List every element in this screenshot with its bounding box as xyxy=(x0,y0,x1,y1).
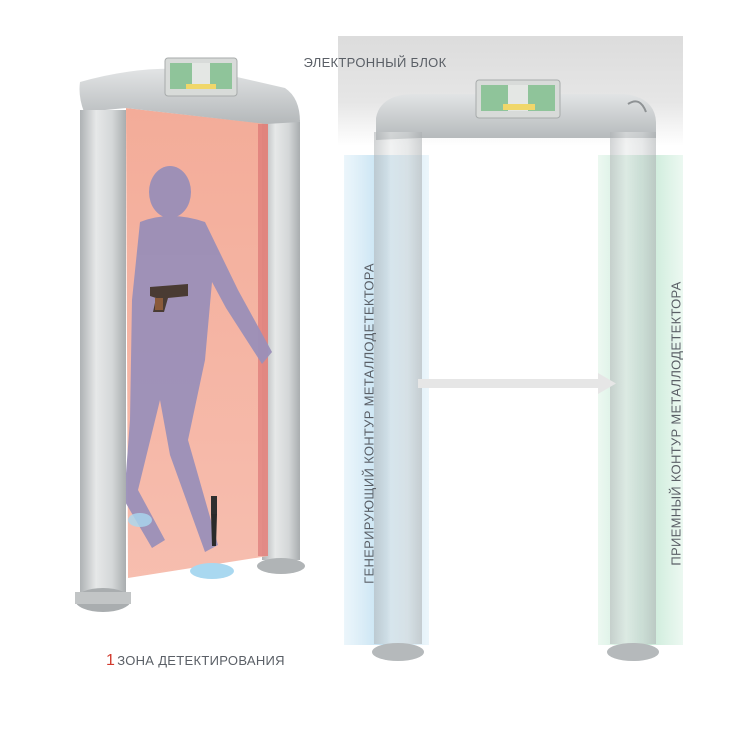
foot-glow xyxy=(190,563,234,579)
left-detector xyxy=(75,58,305,612)
receiving-contour-label: ПРИЕМНЫЙ КОНТУР МЕТАЛЛОДЕТЕКТОРА xyxy=(669,234,684,614)
knife-icon xyxy=(211,496,217,546)
generating-contour-label: ГЕНЕРИРУЮЩИЙ КОНТУР МЕТАЛЛОДЕТЕКТОРА xyxy=(362,244,377,604)
zone-text: ЗОНА ДЕТЕКТИРОВАНИЯ xyxy=(117,653,285,668)
field-arrow xyxy=(418,373,616,394)
zone-number: 1 xyxy=(106,652,115,669)
left-pillar-generating xyxy=(374,132,422,644)
electronic-block-label: ЭЛЕКТРОННЫЙ БЛОК xyxy=(0,55,750,70)
left-front-pillar xyxy=(80,110,126,594)
right-pillar-receiving xyxy=(610,132,656,644)
right-detector xyxy=(344,80,683,661)
